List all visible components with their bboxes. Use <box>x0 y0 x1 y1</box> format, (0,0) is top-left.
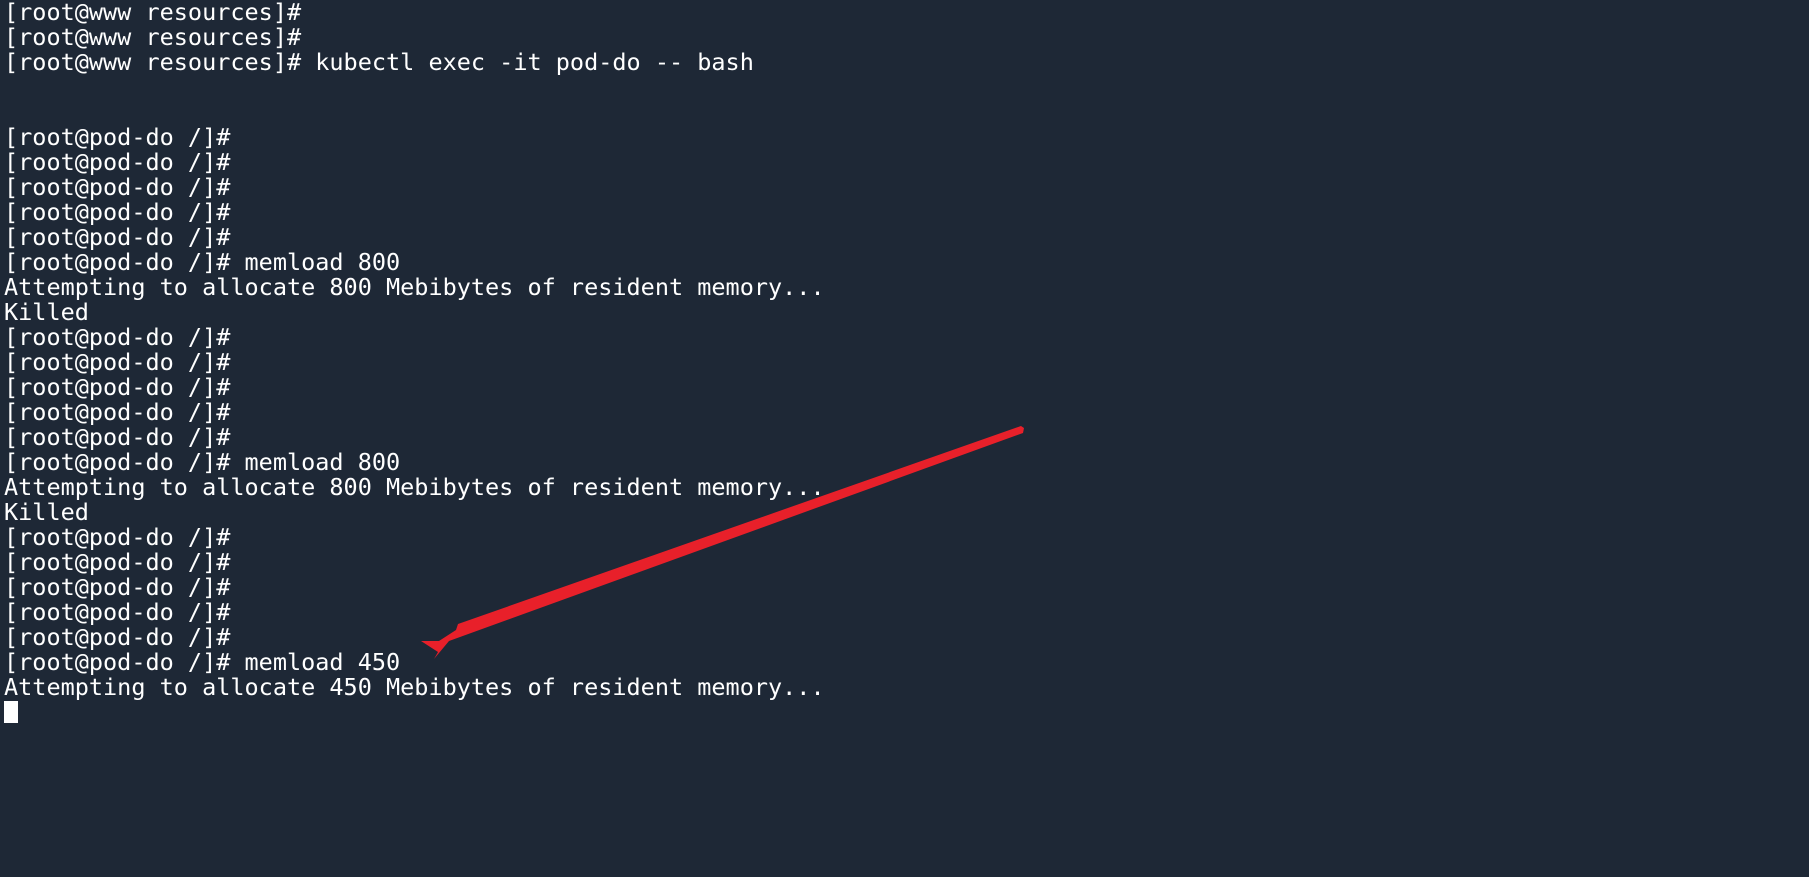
terminal-line: [root@pod-do /]# <box>4 198 231 226</box>
terminal-line <box>4 75 825 100</box>
terminal-line: Killed <box>4 498 89 526</box>
terminal-line: [root@pod-do /]# <box>4 398 231 426</box>
terminal-line: [root@pod-do /]# <box>4 173 231 201</box>
terminal-line: [root@pod-do /]# <box>4 373 231 401</box>
terminal-line: [root@pod-do /]# <box>4 623 231 651</box>
terminal-line: [root@pod-do /]# memload 800 <box>4 248 401 276</box>
terminal-line: [root@pod-do /]# memload 800 <box>4 448 401 476</box>
terminal-line: [root@pod-do /]# <box>4 423 231 451</box>
terminal-line <box>4 100 825 125</box>
terminal-line: [root@pod-do /]# memload 450 <box>4 648 401 676</box>
terminal-line: [root@pod-do /]# <box>4 123 231 151</box>
terminal-line: Attempting to allocate 450 Mebibytes of … <box>4 673 825 701</box>
terminal-line: [root@pod-do /]# <box>4 598 231 626</box>
terminal-line: Attempting to allocate 800 Mebibytes of … <box>4 273 825 301</box>
terminal-line: [root@pod-do /]# <box>4 323 231 351</box>
terminal-line: Killed <box>4 298 89 326</box>
terminal-output: [root@www resources]#[root@www resources… <box>4 0 825 725</box>
terminal-line: [root@pod-do /]# <box>4 148 231 176</box>
terminal-line: Attempting to allocate 800 Mebibytes of … <box>4 473 825 501</box>
terminal-line: [root@pod-do /]# <box>4 348 231 376</box>
terminal-line: [root@pod-do /]# <box>4 548 231 576</box>
terminal-line: [root@www resources]# kubectl exec -it p… <box>4 48 754 76</box>
terminal-cursor-line <box>4 700 825 725</box>
text-cursor <box>4 701 18 723</box>
terminal-line: [root@pod-do /]# <box>4 523 231 551</box>
terminal-line: [root@www resources]# <box>4 23 302 51</box>
terminal-line: [root@pod-do /]# <box>4 223 231 251</box>
terminal-line: [root@www resources]# <box>4 0 302 26</box>
terminal-line: [root@pod-do /]# <box>4 573 231 601</box>
